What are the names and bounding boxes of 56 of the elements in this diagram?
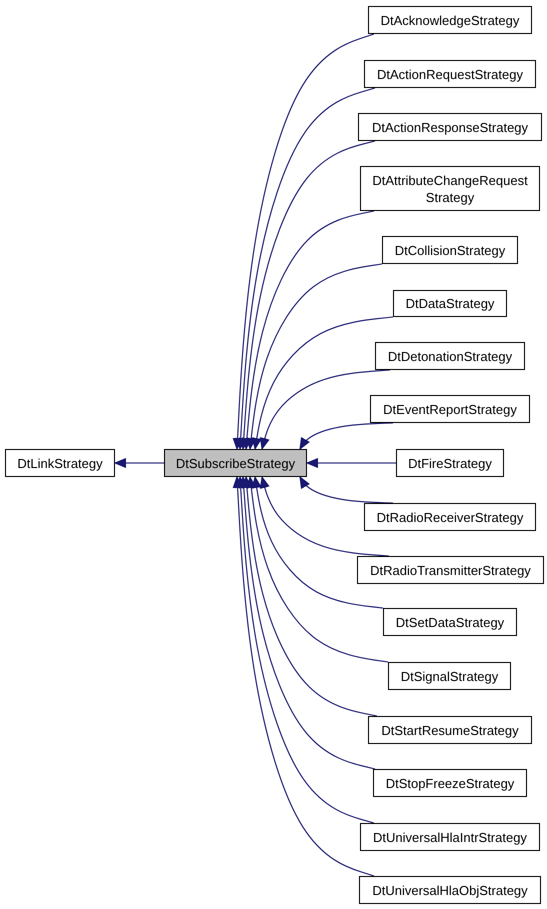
class-name: DtEventReportStrategy: [383, 400, 517, 418]
inheritance-arrow: [306, 458, 396, 468]
class-box: [388, 662, 511, 690]
class-name: DtActionRequestStrategy: [377, 66, 523, 82]
class-box: [360, 823, 540, 851]
class-name: DtAcknowledgeStrategy: [380, 12, 520, 28]
class-name: DtSignalStrategy: [400, 668, 498, 684]
class-name: DtUniversalHlaIntrStrategy: [373, 828, 527, 846]
class-box: [360, 166, 540, 211]
class-name: DtActionResponseStrategy: [372, 118, 528, 136]
class-box: [364, 503, 536, 531]
class-box: [364, 60, 536, 88]
class-box: [383, 608, 517, 636]
class-name: DtDataStrategy: [406, 295, 494, 312]
class-name: DtLinkStrategy: [17, 454, 103, 472]
class-box: [368, 6, 532, 34]
class-box: [359, 876, 541, 904]
inheritance-arrow: [300, 476, 394, 504]
inheritance-arrow: [252, 476, 384, 609]
inheritance-arrow: [232, 476, 374, 877]
class-box: [373, 769, 527, 797]
class-name: DtFireStrategy: [408, 454, 492, 472]
class-name: DtStartResumeStrategy: [381, 722, 519, 738]
inheritance-arrow: [242, 210, 374, 450]
class-box: [164, 449, 307, 477]
class-name: DtSetDataStrategy: [396, 614, 504, 630]
inheritance-arrow: [232, 33, 374, 450]
class-box: [375, 342, 525, 370]
class-box: [358, 113, 542, 141]
class-box: [370, 395, 530, 423]
class-name: DtSubscribeStrategy: [176, 454, 296, 472]
class-name: DtAttributeChangeRequest Strategy: [371, 172, 529, 206]
class-name: DtUniversalHlaObjStrategy: [372, 882, 528, 898]
class-name: DtRadioReceiverStrategy: [376, 508, 524, 526]
inheritance-arrow: [260, 369, 390, 450]
class-name: DtRadioTransmitterStrategy: [370, 562, 531, 578]
class-box: [5, 449, 115, 477]
inheritance-arrow: [238, 476, 376, 770]
class-name: DtCollisionStrategy: [394, 242, 506, 258]
class-name: DtDetonationStrategy: [388, 348, 512, 364]
class-name: DtStopFreezeStrategy: [386, 774, 514, 792]
inheritance-arrow: [114, 458, 164, 468]
class-box: [396, 449, 504, 477]
inheritance-arrow: [238, 140, 376, 450]
class-box: [357, 556, 544, 584]
inheritance-arrow: [252, 316, 394, 450]
class-box: [368, 716, 532, 744]
inheritance-arrow: [260, 476, 390, 557]
inheritance-arrow: [246, 263, 382, 450]
inheritance-arrow: [246, 476, 388, 663]
class-box: [393, 290, 507, 317]
inheritance-arrow: [300, 422, 394, 450]
inheritance-arrow: [242, 476, 378, 717]
inheritance-arrow: [236, 87, 376, 450]
class-box: [382, 236, 518, 264]
inheritance-arrow: [236, 476, 374, 824]
